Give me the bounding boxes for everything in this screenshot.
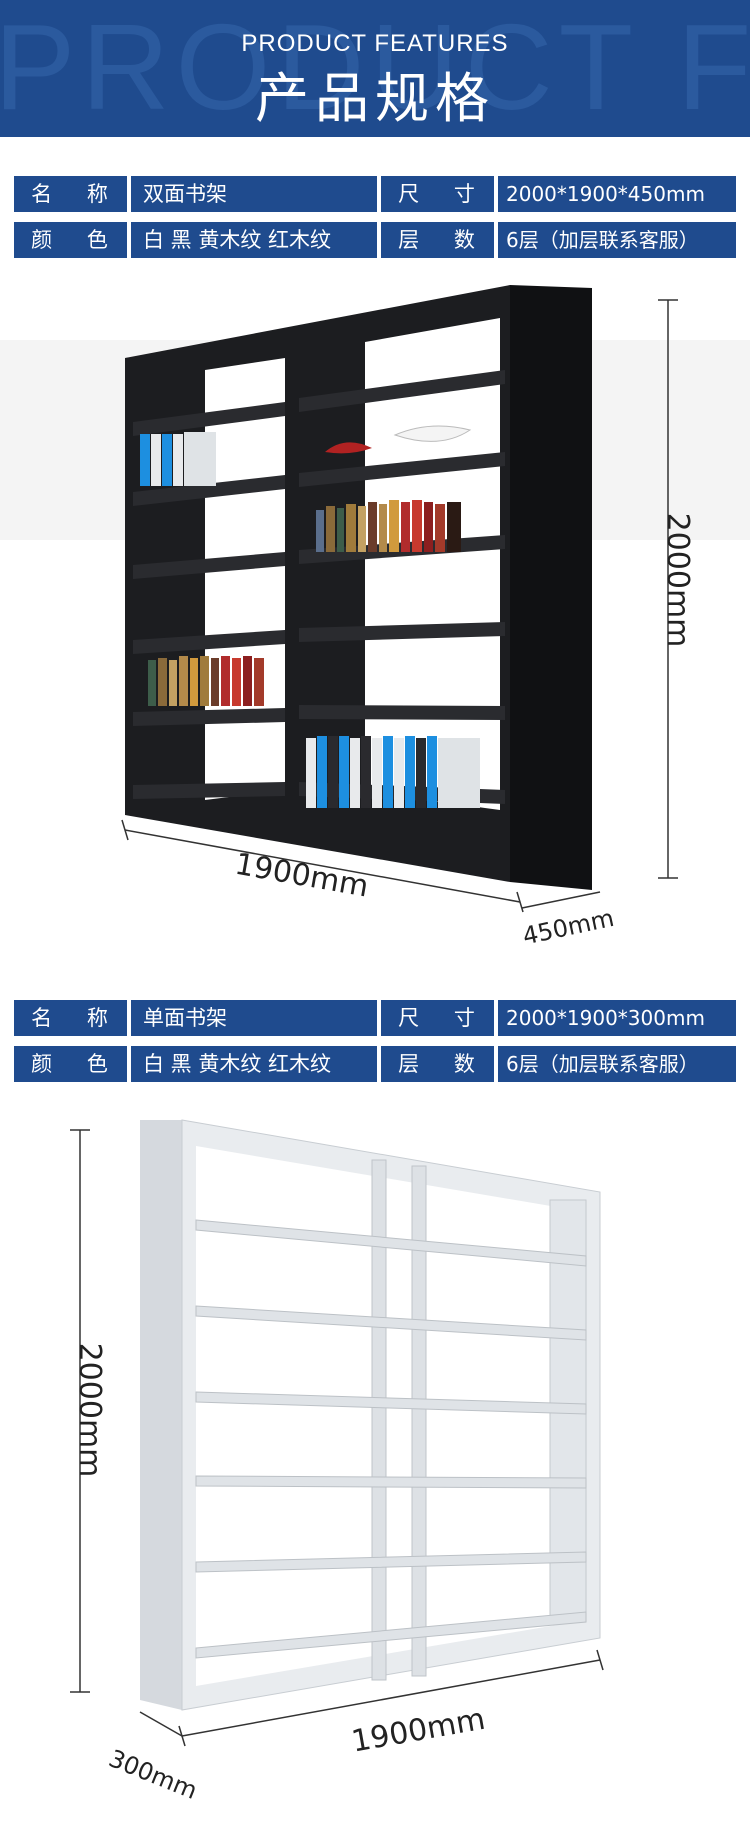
shelf-opening xyxy=(196,1146,586,1686)
name-value: 单面书架 xyxy=(131,1000,377,1036)
size-label: 尺 寸 xyxy=(381,1000,494,1036)
center-post xyxy=(411,1165,427,1677)
layers-value: 6层（加层联系客服） xyxy=(498,1046,736,1082)
banner-title: 产品规格 xyxy=(255,67,495,130)
spec-row: 颜 色 白 黑 黄木纹 红木纹 层 数 6层（加层联系客服） xyxy=(14,1046,736,1082)
shelf-opening xyxy=(365,318,500,810)
decorative-ornament xyxy=(325,425,472,454)
center-post xyxy=(371,1159,387,1681)
width-dimension-label: 1900mm xyxy=(232,847,371,905)
depth-dimension-label: 450mm xyxy=(520,904,616,950)
product-features-banner: PRODUCT FEA PRODUCT FEATURES 产品规格 xyxy=(0,0,750,137)
spec-row: 颜 色 白 黑 黄木纹 红木纹 层 数 6层（加层联系客服） xyxy=(14,222,736,258)
color-label: 颜 色 xyxy=(14,222,127,258)
height-dimension-label: 2000mm xyxy=(72,1343,107,1478)
books-mid-left xyxy=(148,656,264,706)
layers-label: 层 数 xyxy=(381,1046,494,1082)
color-value: 白 黑 黄木纹 红木纹 xyxy=(131,222,377,258)
name-value: 双面书架 xyxy=(131,176,377,212)
shelves-left xyxy=(133,402,285,799)
layers-value: 6层（加层联系客服） xyxy=(498,222,736,258)
banner-subtitle: PRODUCT FEATURES xyxy=(241,30,509,57)
size-label: 尺 寸 xyxy=(381,176,494,212)
center-post xyxy=(285,340,299,810)
name-label: 名 称 xyxy=(14,176,127,212)
shelf-side-panel xyxy=(510,285,592,890)
width-dimension-label: 1900mm xyxy=(349,1702,488,1760)
depth-dimension-label: 300mm xyxy=(105,1744,201,1805)
shelves xyxy=(195,1219,587,1659)
name-label: 名 称 xyxy=(14,1000,127,1036)
binders-bottom-right xyxy=(306,736,480,808)
banner-background-word: PRODUCT FEA xyxy=(0,0,750,135)
layers-label: 层 数 xyxy=(381,222,494,258)
books-top-right xyxy=(316,500,461,552)
size-value: 2000*1900*450mm xyxy=(498,176,736,212)
double-sided-bookshelf-image: 2000mm 1900mm 450mm xyxy=(0,285,750,950)
spec-row: 名 称 双面书架 尺 寸 2000*1900*450mm xyxy=(14,176,736,212)
spec-row: 名 称 单面书架 尺 寸 2000*1900*300mm xyxy=(14,1000,736,1036)
color-value: 白 黑 黄木纹 红木纹 xyxy=(131,1046,377,1082)
height-dimension-label: 2000mm xyxy=(660,513,695,648)
size-value: 2000*1900*300mm xyxy=(498,1000,736,1036)
color-label: 颜 色 xyxy=(14,1046,127,1082)
dimension-lines xyxy=(70,1129,604,1747)
binders-mid-left xyxy=(140,432,216,486)
dimension-lines xyxy=(121,299,678,913)
single-sided-bookshelf-image: 2000mm 1900mm 300mm xyxy=(70,1119,604,1805)
shelf-side-panel xyxy=(140,1120,182,1710)
